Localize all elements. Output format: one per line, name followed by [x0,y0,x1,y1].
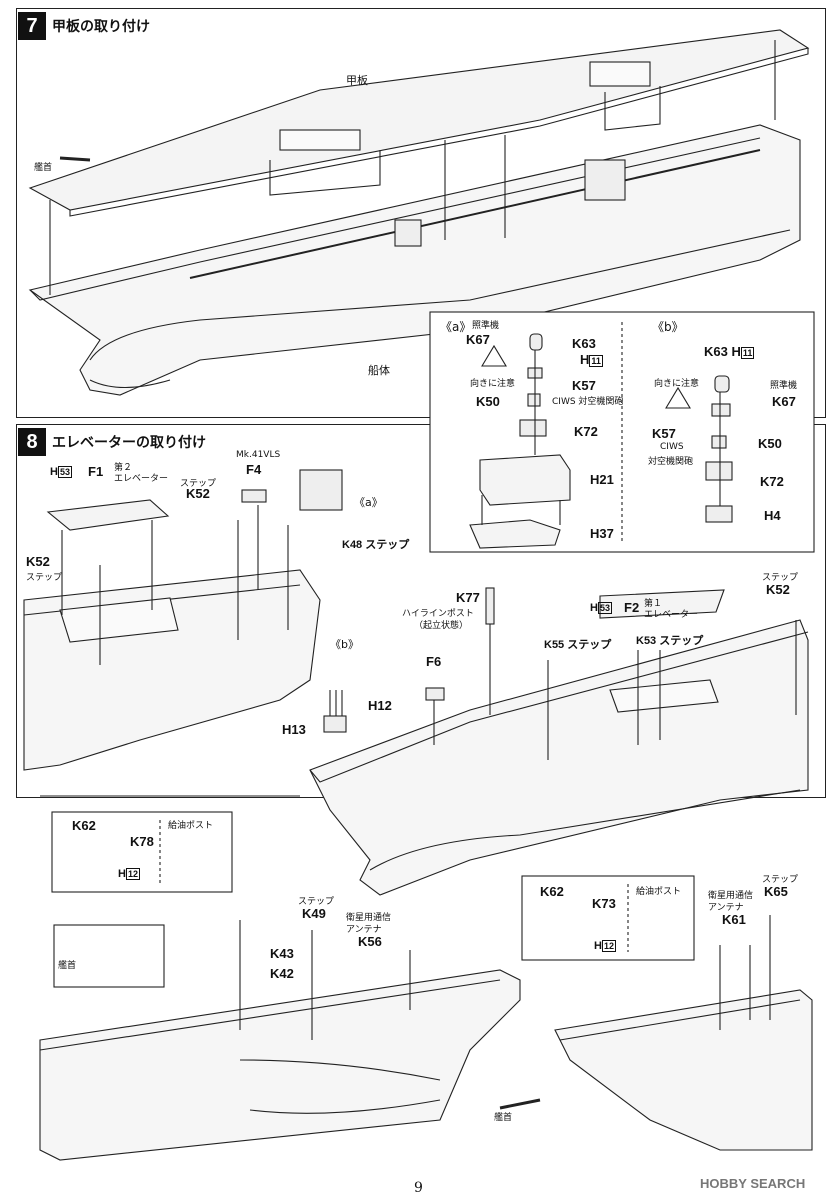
b-ref: 《b》 [330,638,359,651]
k42: K42 [270,966,294,981]
f6: F6 [426,654,442,669]
k53: K53 ステップ [636,635,704,647]
k43: K43 [270,946,294,961]
step8-number: 8 [18,428,46,456]
sat-2b: アンテナ [708,903,744,913]
k62: K62 [72,818,96,833]
f1: F1 [88,464,104,479]
elev1b: エレベーター [644,610,699,620]
k65: K65 [764,884,788,899]
step8-step-label: ステップ [180,479,217,489]
deck-label: 甲板 [346,74,368,87]
step-k52c: ステップ [762,573,799,583]
k52: K52 [186,486,210,501]
fuel-post-1: 給油ポスト [168,821,214,831]
inset-b-ciws2: 対空機関砲 [648,457,694,467]
highline2: （起立状態） [414,621,469,631]
h12: H12 [368,698,392,713]
inset-a-h37: H37 [590,526,614,541]
sat-2: 衛星用通信 [708,891,754,901]
k62b: K62 [540,884,564,899]
inset-a-ciws: CIWS 対空機関砲 [552,397,624,407]
a-ref: 《a》 [354,496,383,509]
elev1: 第１ [644,599,663,609]
inset-a-h21: H21 [590,472,614,487]
elev2b: エレベーター [114,474,169,484]
page-number: 9 [414,1180,423,1196]
bow-1: 艦首 [58,961,77,971]
k78: K78 [130,834,154,849]
inset-b-k57: K57 [652,426,676,441]
inset-a-k57: K57 [572,378,596,393]
k49: K49 [302,906,326,921]
inset-b-sight: 照準機 [770,381,798,391]
f4: F4 [246,462,262,477]
h13: H13 [282,722,306,737]
step-k65: ステップ [762,875,799,885]
inset-b-k50: K50 [758,436,782,451]
step8-step-label2: ステップ [26,573,63,583]
highline: ハイラインポスト [402,609,474,619]
inset-b-h4: H4 [764,508,781,523]
inset-a-k72: K72 [574,424,598,439]
k73: K73 [592,896,616,911]
inset-b-k67: K67 [772,394,796,409]
step7-number: 7 [18,12,46,40]
bow-label: 艦首 [34,163,53,173]
k77: K77 [456,590,480,605]
step8-title: エレベーターの取り付け [52,435,206,451]
fuel-post-2: 給油ポスト [636,887,682,897]
step8-header: 8 エレベーターの取り付け [18,428,206,456]
k48: K48 ステップ [342,539,410,551]
f2: F2 [624,600,640,615]
inset-a-caution: 向きに注意 [470,379,516,389]
inset-a-title: 《a》 [440,320,472,334]
sat-1b: アンテナ [346,925,382,935]
step-k49: ステップ [298,897,335,907]
inset-a-k63: K63 [572,336,596,351]
bow-2: 艦首 [494,1113,513,1123]
inset-b-k72: K72 [760,474,784,489]
hull-label: 船体 [368,364,390,377]
k56: K56 [358,934,382,949]
inset-a-k50: K50 [476,394,500,409]
inset-b-caution: 向きに注意 [654,379,700,389]
inset-a-k67: K67 [466,332,490,347]
k52b: K52 [26,554,50,569]
k55: K55 ステップ [544,639,612,651]
k52c: K52 [766,582,790,597]
mk41: Mk.41VLS [236,450,281,460]
watermark: HOBBY SEARCH [700,1176,806,1191]
elev2: 第２ [114,463,133,473]
inset-a-sight: 照準機 [472,321,500,331]
step7-header: 7 甲板の取り付け [18,12,150,40]
inset-b-ciws1: CIWS [660,442,684,452]
k61: K61 [722,912,746,927]
inset-b-title: 《b》 [652,320,684,334]
sat-1: 衛星用通信 [346,913,392,923]
step7-title: 甲板の取り付け [52,19,150,35]
